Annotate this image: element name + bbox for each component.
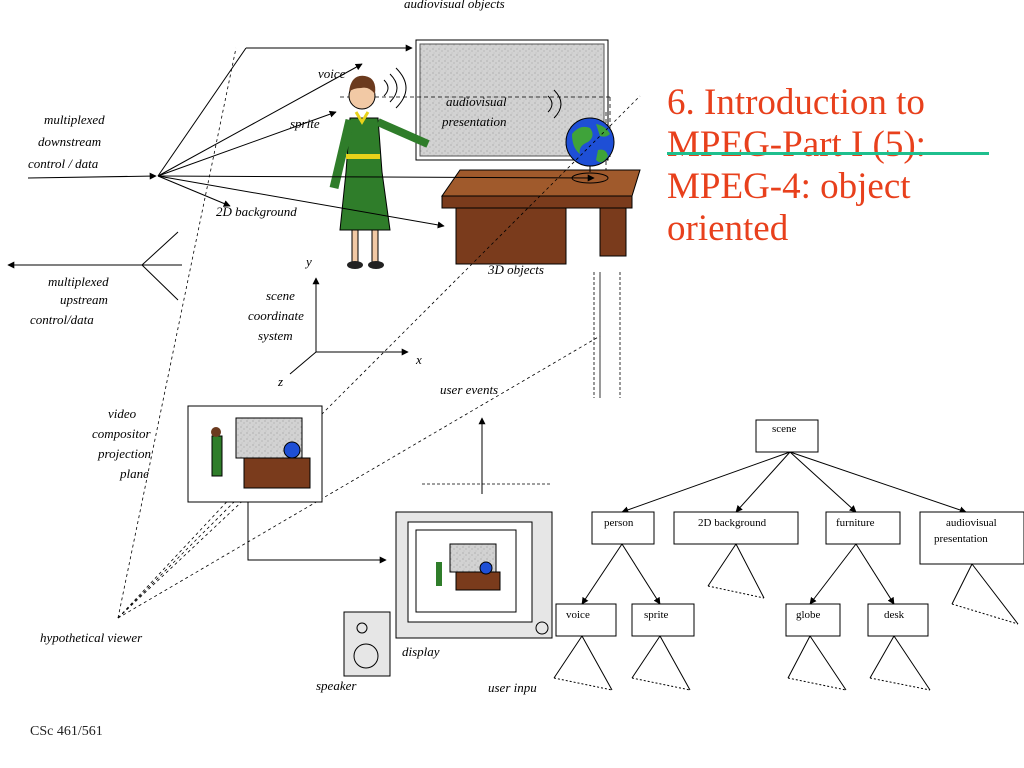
title-line-3: MPEG-4: object bbox=[667, 166, 911, 207]
compositor-label-1: video bbox=[108, 406, 137, 421]
compositor-label-3: projection bbox=[97, 446, 151, 461]
compositor-label-2: compositor bbox=[92, 426, 151, 441]
coord-label-3: system bbox=[258, 328, 293, 343]
video-compositor-thumbnail bbox=[187, 405, 323, 503]
audio-lines bbox=[567, 272, 657, 416]
sound-waves-icon bbox=[383, 67, 562, 119]
upstream-arrow bbox=[7, 231, 182, 301]
title-strike-line bbox=[667, 152, 989, 155]
audiovisual-objects-label: audiovisual objects bbox=[404, 0, 505, 11]
tree-node-voice: voice bbox=[566, 609, 590, 621]
speaker-icon bbox=[343, 611, 391, 677]
speaker-label: speaker bbox=[316, 678, 357, 693]
av-presentation-label-1: audiovisual bbox=[446, 94, 507, 109]
axis-x-label: x bbox=[415, 352, 422, 367]
course-footer: CSc 461/561 bbox=[30, 724, 103, 739]
downstream-label-2: downstream bbox=[38, 134, 101, 149]
hypothetical-viewer-label: hypothetical viewer bbox=[40, 630, 143, 645]
coord-label-2: coordinate bbox=[248, 308, 304, 323]
user-input-label: user inpu bbox=[488, 680, 537, 695]
voice-label: voice bbox=[318, 66, 346, 81]
tree-node-scene: scene bbox=[772, 423, 797, 435]
downstream-label-1: multiplexed bbox=[44, 112, 105, 127]
sprite-label: sprite bbox=[290, 116, 320, 131]
user-events-label: user events bbox=[440, 382, 498, 397]
axis-z-label: z bbox=[277, 374, 283, 389]
presenter-figure bbox=[329, 75, 430, 269]
upstream-label-2: upstream bbox=[60, 292, 108, 307]
tree-node-person: person bbox=[604, 517, 634, 529]
background-2d-label: 2D background bbox=[216, 204, 297, 219]
scene-tree bbox=[553, 400, 1024, 710]
compositor-label-4: plane bbox=[119, 466, 149, 481]
tree-node-desk: desk bbox=[884, 609, 905, 621]
tree-node-globe: globe bbox=[796, 609, 821, 621]
axis-y-label: y bbox=[304, 254, 312, 269]
globe-icon bbox=[565, 117, 615, 184]
title-line-4: oriented bbox=[667, 208, 789, 249]
upstream-label-3: control/data bbox=[30, 312, 94, 327]
desk-3d bbox=[441, 169, 641, 265]
display-monitor bbox=[395, 511, 553, 639]
tree-node-sprite: sprite bbox=[644, 609, 669, 621]
compositor-to-display-arrow bbox=[247, 502, 387, 564]
downstream-label-3: control / data bbox=[28, 156, 99, 171]
title-line-1: 6. Introduction to bbox=[667, 82, 925, 123]
coordinate-axes bbox=[289, 277, 409, 375]
av-presentation-label-2: presentation bbox=[441, 114, 507, 129]
display-label: display bbox=[402, 644, 440, 659]
upstream-label-1: multiplexed bbox=[48, 274, 109, 289]
slide-title: 6. Introduction to MPEG-Part I (5): MPEG… bbox=[667, 82, 1007, 250]
viewer-perspective-lines bbox=[117, 47, 641, 619]
tree-node-furniture: furniture bbox=[836, 517, 875, 529]
coord-label-1: scene bbox=[266, 288, 295, 303]
tree-node-2d-background: 2D background bbox=[698, 517, 767, 529]
objects-3d-label: 3D objects bbox=[487, 262, 544, 277]
title-line-2: MPEG-Part I (5): bbox=[667, 124, 926, 165]
